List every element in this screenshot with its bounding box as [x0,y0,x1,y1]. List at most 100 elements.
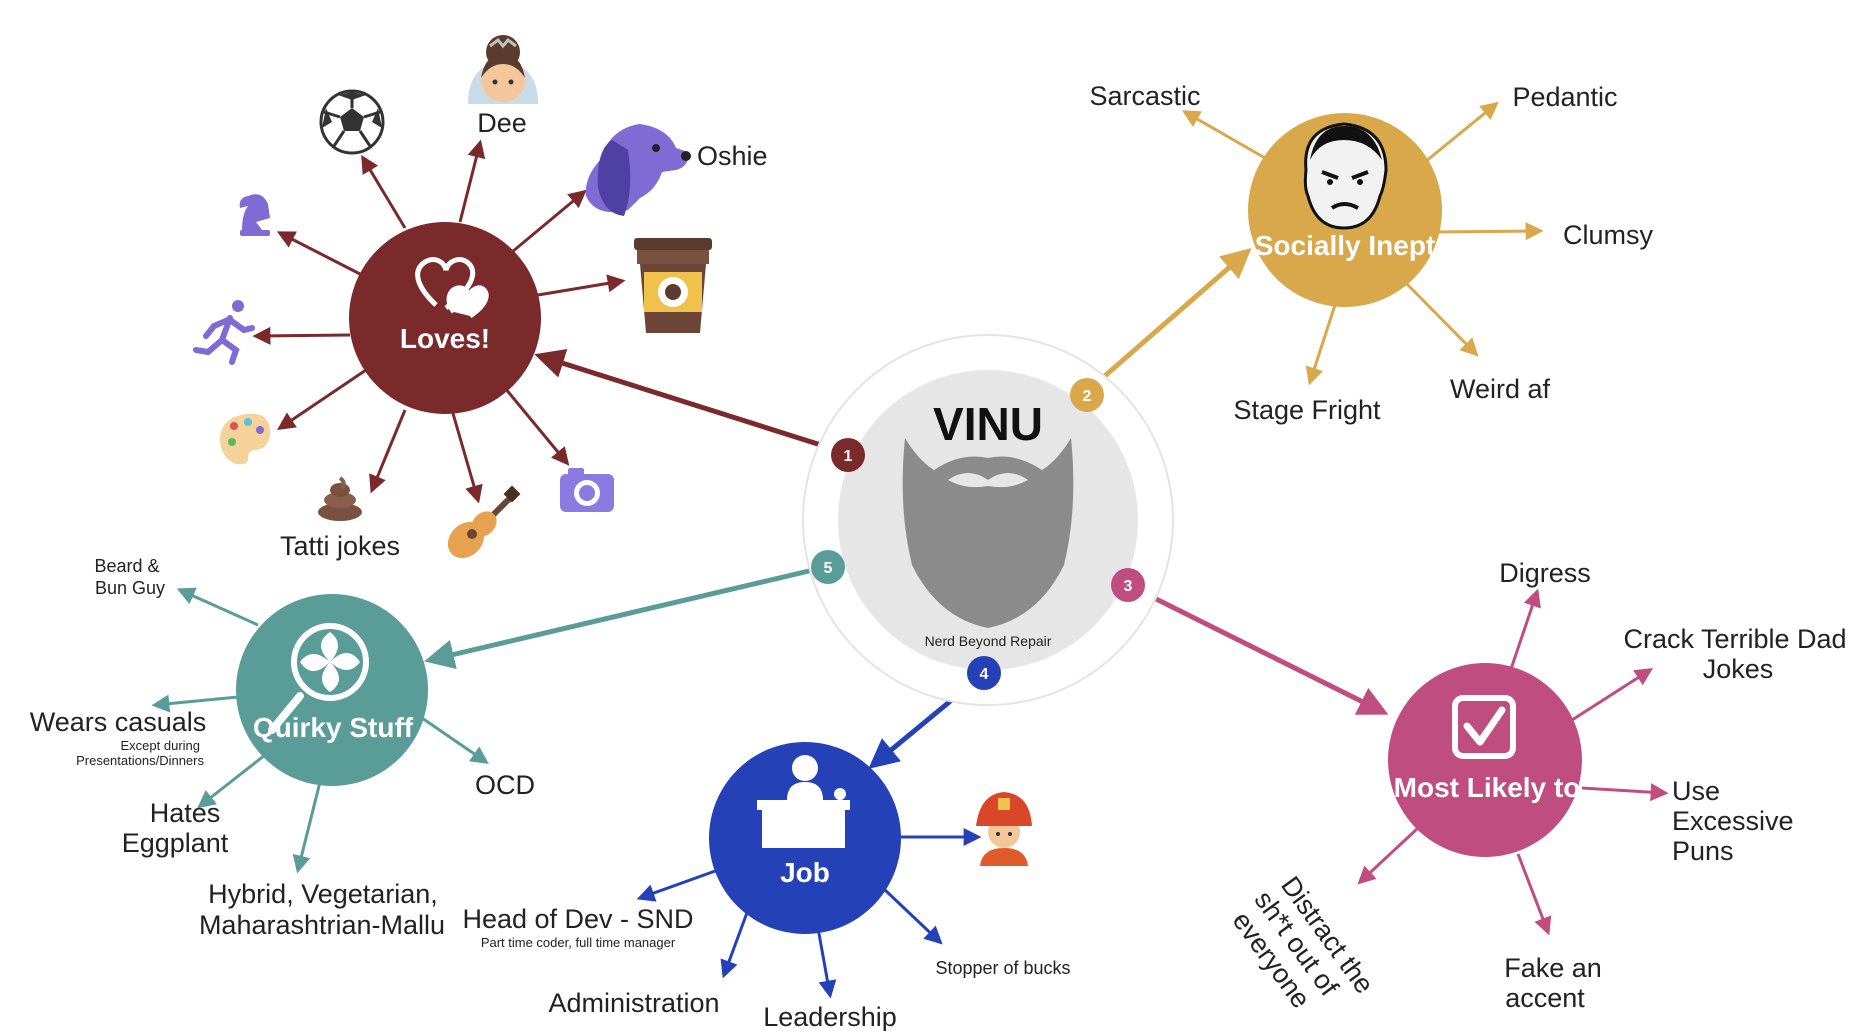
item-excessive-puns: Use Excessive Puns [1672,776,1794,866]
item-weird-af: Weird af [1450,374,1551,404]
item-dee: Dee [477,108,527,138]
guitar-icon [447,485,521,559]
spoke-poop [369,409,407,494]
svg-text:5: 5 [824,560,833,577]
loves-spokes [252,139,626,504]
likely-hub-label: Most Likely to [1394,772,1581,803]
camera-icon [560,468,614,512]
spoke-distract [1357,826,1420,885]
quirky-hub-label: Quirky Stuff [253,712,414,743]
spoke-beard [176,587,259,627]
svg-text:4: 4 [980,666,989,683]
runner-icon [193,300,255,365]
item-tatti-jokes: Tatti jokes [280,531,400,561]
item-stage-fright: Stage Fright [1233,395,1381,425]
spoke-ocd [421,716,489,765]
soccer-ball-icon [319,89,385,155]
hub-most-likely: Most Likely to Digress Crack Terrible Da… [1227,558,1847,1014]
spoke-stage-fright [1305,304,1337,386]
badge-5: 5 [811,550,845,584]
svg-text:Head of Dev - SND: Head of Dev - SND [462,904,693,934]
connector-socially-inept [1081,248,1252,397]
badge-4: 4 [967,656,1001,690]
spoke-coffee [537,274,626,297]
spoke-leadership [816,927,837,999]
lollipop-icon [268,623,369,734]
svg-text:Eggplant: Eggplant [122,828,229,858]
svg-text:Crack Terrible Dad: Crack Terrible Dad [1623,624,1846,654]
princess-icon [468,35,538,104]
dog-icon [585,124,691,216]
center-node: VINU Nerd Beyond Repair [802,334,1174,706]
inept-spokes [1181,101,1544,386]
palette-icon [220,413,270,465]
hub-job: Job Head of Dev - SND Part time coder, f… [462,742,1071,1031]
connector-most-likely [1126,582,1389,715]
item-sarcastic: Sarcastic [1089,81,1200,111]
item-distract: Distract the sh*t out of everyone [1227,871,1380,1014]
loves-hub-label: Loves! [400,323,490,354]
spoke-hybrid [292,781,322,874]
angry-face-icon [1303,122,1388,230]
spoke-chess [276,231,363,277]
item-beard-bun: Beard & Bun Guy [94,556,165,598]
spoke-camera [503,387,570,466]
quirky-spokes [151,587,489,874]
inept-hub-label: Socially Inept [1255,230,1436,261]
spoke-dee [458,139,486,223]
loves-hub-circle [349,222,541,414]
item-pedantic: Pedantic [1512,82,1617,112]
svg-text:Presentations/Dinners: Presentations/Dinners [76,753,204,768]
item-head-of-dev: Head of Dev - SND Part time coder, full … [462,904,693,950]
spoke-accent [1516,853,1552,936]
hub-quirky: Quirky Stuff Beard & Bun Guy Wears casua… [30,556,535,940]
hub-socially-inept: Socially Inept Sarcastic Pedantic Clumsy… [1089,81,1653,425]
job-spokes [636,828,982,999]
spoke-head [636,868,719,902]
desk-icon [757,755,850,848]
spoke-sarcastic [1181,110,1266,160]
svg-text:Fake an: Fake an [1504,953,1602,983]
svg-text:Except during: Except during [121,738,201,753]
spoke-eggplant [197,753,266,809]
item-administration: Administration [548,988,719,1018]
item-fake-accent: Fake an accent [1504,953,1602,1013]
spoke-dad-jokes [1571,668,1654,722]
job-hub-label: Job [780,857,830,888]
spoke-runner [252,326,351,345]
svg-text:Excessive: Excessive [1672,806,1794,836]
likely-hub-circle [1388,663,1582,857]
item-clumsy: Clumsy [1563,220,1654,250]
spoke-pedantic [1424,101,1499,164]
svg-text:Beard &: Beard & [94,556,159,576]
svg-text:Jokes: Jokes [1703,654,1774,684]
svg-text:Puns: Puns [1672,836,1734,866]
badge-1: 1 [831,438,865,472]
item-dad-jokes: Crack Terrible Dad Jokes [1623,624,1846,684]
spoke-casuals [151,694,239,713]
spoke-palette [277,368,367,431]
svg-text:1: 1 [844,448,853,465]
chess-knight-icon [239,194,270,236]
coffee-cup-icon [634,238,712,333]
svg-text:Bun Guy: Bun Guy [95,578,165,598]
hearts-icon [415,257,489,319]
spoke-clumsy [1434,222,1544,241]
svg-text:3: 3 [1124,578,1133,595]
center-title: VINU [933,398,1043,450]
spoke-admin [720,909,750,979]
svg-text:Maharashtrian-Mallu: Maharashtrian-Mallu [199,910,445,940]
item-oshie: Oshie [697,141,768,171]
svg-text:2: 2 [1083,388,1092,405]
spoke-puns [1581,783,1669,802]
spoke-oshie [511,189,587,254]
spoke-weird [1403,280,1479,357]
poop-icon [318,476,362,521]
svg-text:Part time coder, full time man: Part time coder, full time manager [481,935,676,950]
badge-3: 3 [1111,568,1145,602]
spoke-digress [1508,588,1541,673]
item-wears-casuals: Wears casuals Except during Presentation… [30,707,207,768]
item-ocd: OCD [475,770,535,800]
center-subtitle: Nerd Beyond Repair [925,633,1052,649]
item-stopper-of-bucks: Stopper of bucks [935,958,1070,978]
